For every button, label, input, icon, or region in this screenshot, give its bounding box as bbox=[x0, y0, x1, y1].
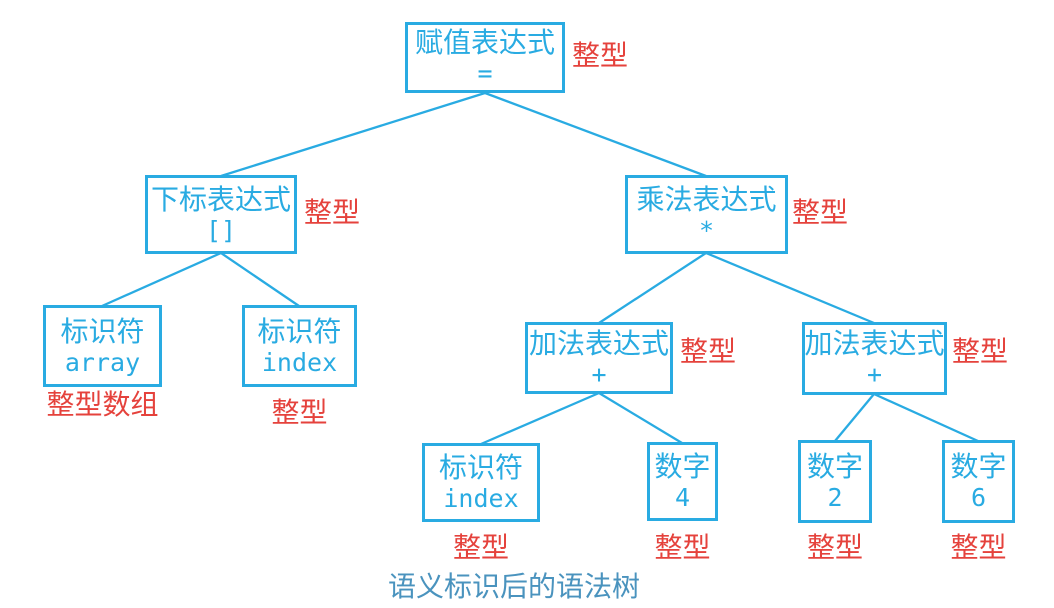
tree-edge bbox=[705, 251, 875, 325]
node-title: 乘法表达式 bbox=[636, 185, 777, 216]
type-annotation-index2: 整型 bbox=[452, 533, 509, 564]
type-annotation-number-4: 整型 bbox=[654, 533, 711, 564]
node-title: 赋值表达式 bbox=[414, 28, 555, 59]
node-title: 下标表达式 bbox=[150, 185, 291, 216]
node-number-2: 数字 2 bbox=[798, 440, 872, 523]
node-subscript-expression: 下标表达式 [] bbox=[145, 175, 297, 254]
type-annotation-number-2: 整型 bbox=[806, 533, 863, 564]
tree-edge bbox=[220, 252, 300, 307]
tree-edge bbox=[834, 393, 875, 442]
node-title: 数字 bbox=[806, 452, 863, 483]
type-annotation-assignment: 整型 bbox=[572, 41, 629, 72]
node-number-4: 数字 4 bbox=[647, 442, 718, 521]
node-symbol: + bbox=[591, 359, 607, 389]
node-symbol: array bbox=[64, 347, 141, 377]
node-multiplication-expression: 乘法表达式 * bbox=[625, 175, 788, 254]
type-annotation-array: 整型数组 bbox=[46, 390, 159, 421]
node-assignment-expression: 赋值表达式 = bbox=[405, 22, 565, 93]
node-addition-expression-right: 加法表达式 + bbox=[802, 322, 947, 395]
tree-edge bbox=[484, 91, 707, 178]
type-annotation-index: 整型 bbox=[271, 398, 328, 429]
tree-edge bbox=[101, 251, 222, 308]
type-annotation-addition-right: 整型 bbox=[952, 337, 1009, 368]
tree-edge bbox=[220, 91, 486, 178]
tree-edge bbox=[873, 392, 979, 443]
node-symbol: [] bbox=[205, 216, 237, 245]
type-annotation-addition-left: 整型 bbox=[680, 337, 737, 368]
type-annotation-number-6: 整型 bbox=[950, 533, 1007, 564]
node-title: 标识符 bbox=[257, 316, 342, 348]
node-symbol: + bbox=[866, 360, 883, 389]
node-symbol: 4 bbox=[674, 483, 691, 512]
node-symbol: 2 bbox=[827, 483, 843, 512]
tree-edge bbox=[598, 252, 707, 324]
tree-edge bbox=[598, 392, 683, 444]
node-title: 数字 bbox=[950, 452, 1007, 483]
node-title: 加法表达式 bbox=[804, 329, 945, 360]
node-symbol: = bbox=[477, 59, 493, 88]
node-identifier-index: 标识符 index bbox=[242, 305, 357, 387]
node-identifier-array: 标识符 array bbox=[43, 305, 162, 387]
node-title: 标识符 bbox=[60, 316, 145, 348]
node-title: 标识符 bbox=[438, 453, 523, 484]
type-annotation-multiplication: 整型 bbox=[792, 198, 849, 229]
node-symbol: 6 bbox=[970, 483, 987, 512]
node-symbol: * bbox=[698, 216, 715, 245]
node-title: 数字 bbox=[654, 452, 711, 483]
tree-edge bbox=[480, 391, 600, 446]
diagram-caption: 语义标识后的语法树 bbox=[388, 572, 641, 603]
node-number-6: 数字 6 bbox=[942, 440, 1015, 523]
node-symbol: index bbox=[443, 484, 519, 513]
node-symbol: index bbox=[261, 347, 338, 377]
node-addition-expression-left: 加法表达式 + bbox=[525, 322, 673, 394]
node-identifier-index2: 标识符 index bbox=[422, 443, 540, 522]
node-title: 加法表达式 bbox=[528, 328, 669, 360]
type-annotation-subscript: 整型 bbox=[304, 198, 361, 229]
